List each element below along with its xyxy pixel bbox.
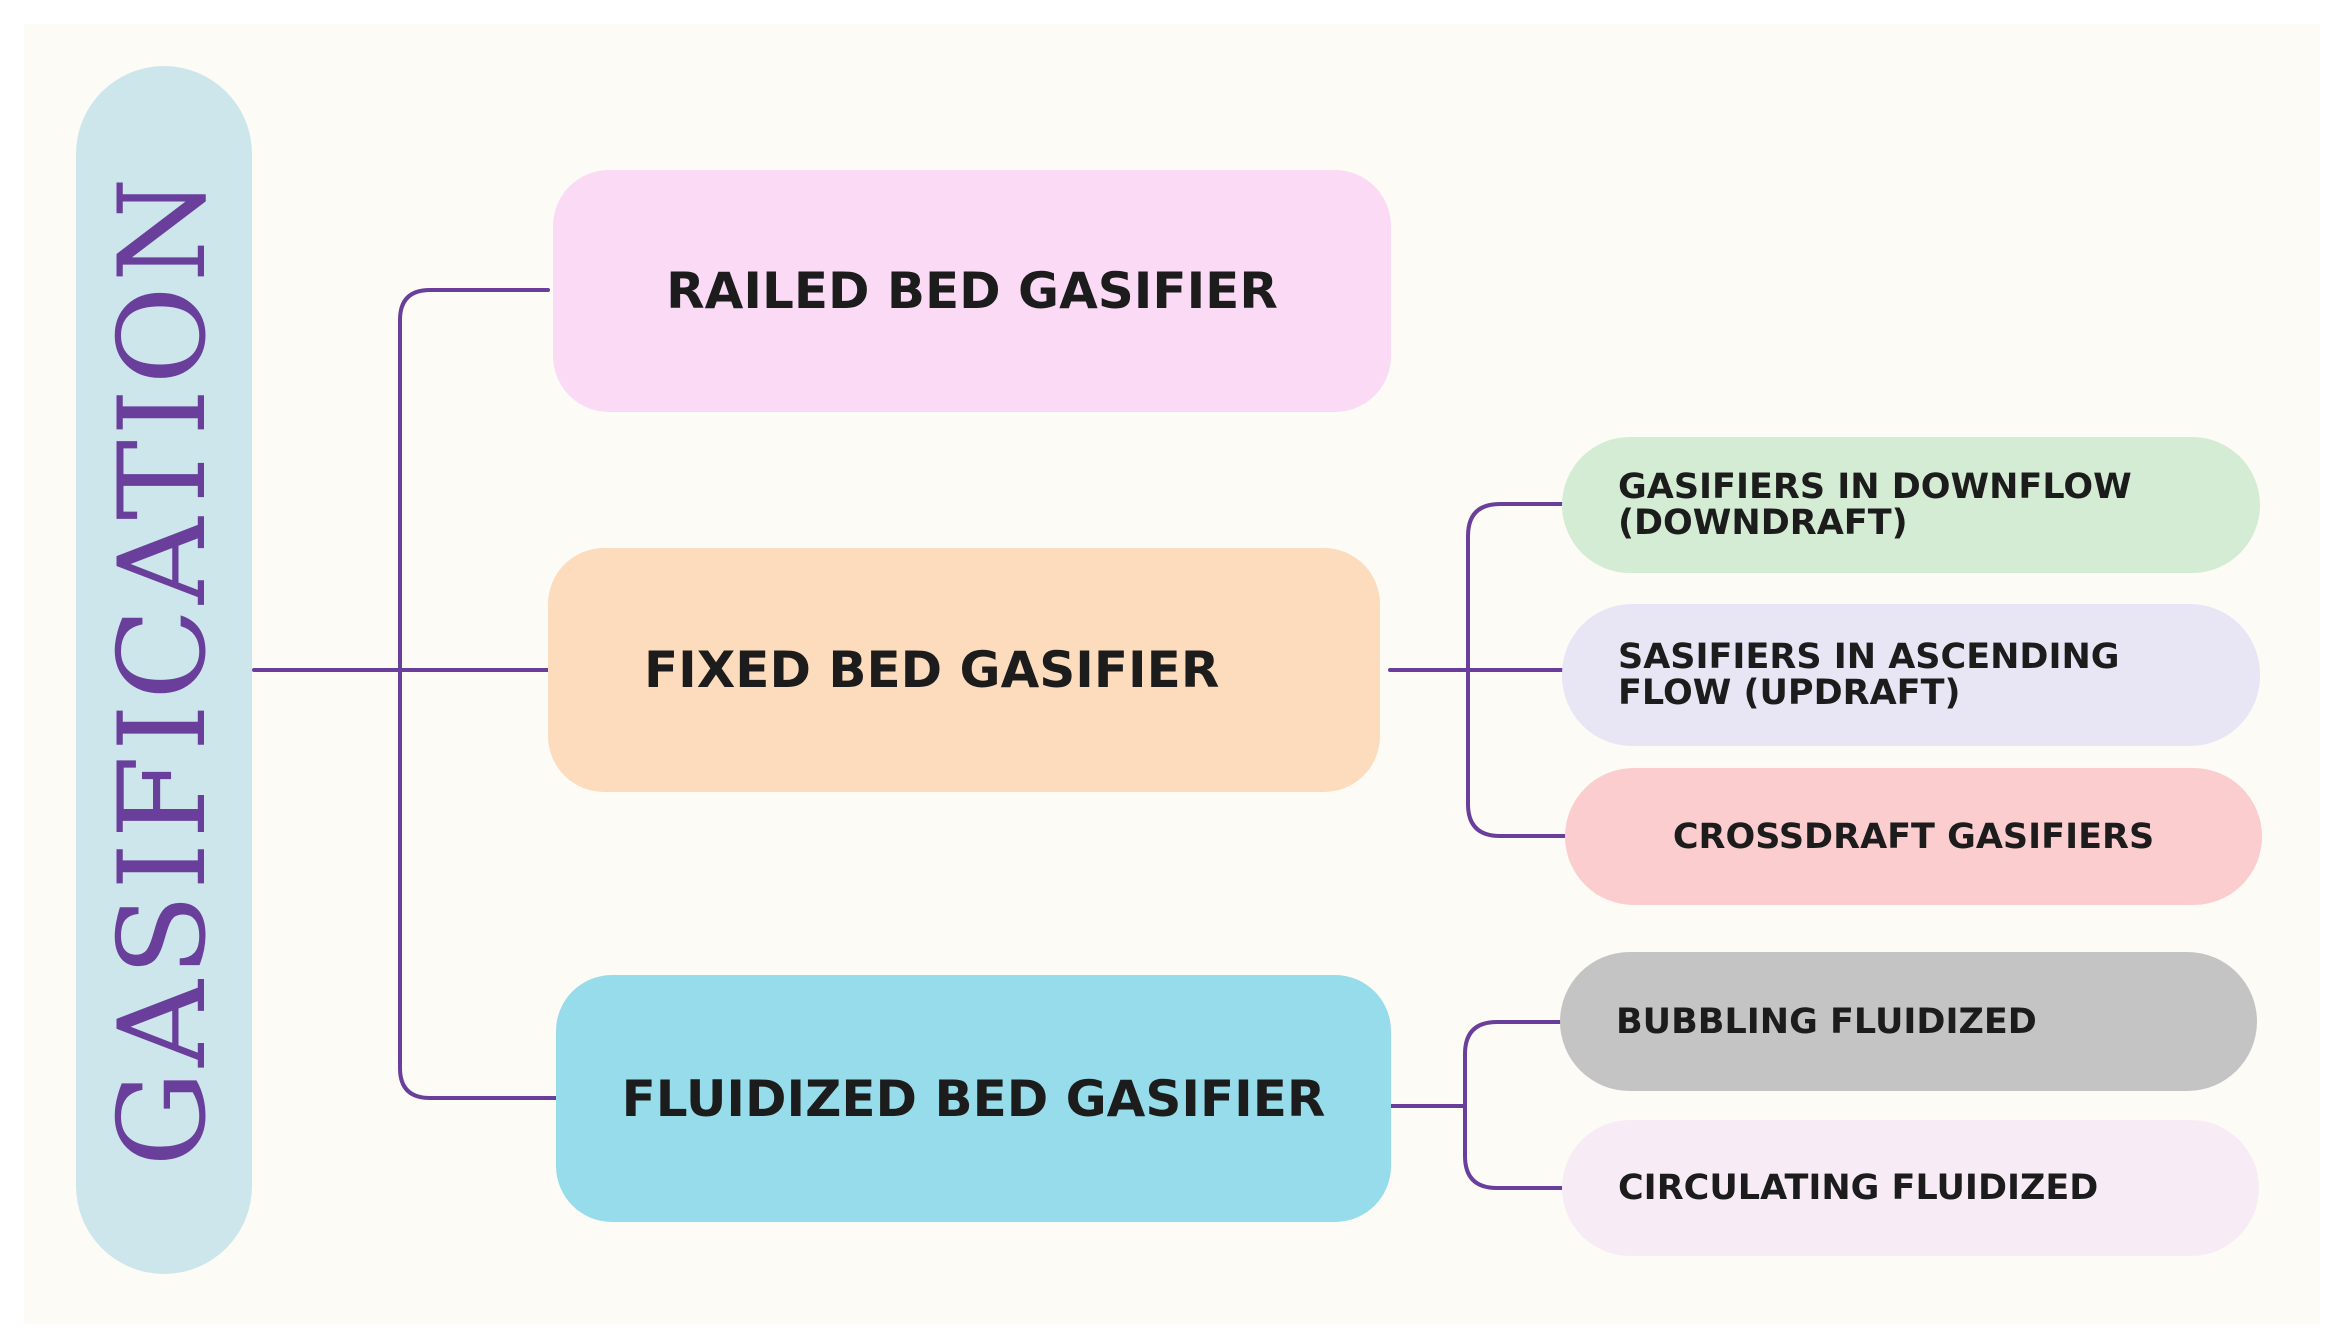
node-circulating-fluidized: CIRCULATING FLUIDIZED [1562, 1120, 2259, 1256]
node-label-line-1: SASIFIERS IN ASCENDING [1618, 637, 2120, 677]
node-updraft-gasifiers: SASIFIERS IN ASCENDING FLOW (UPDRAFT) [1562, 604, 2260, 746]
node-downdraft-gasifiers: GASIFIERS IN DOWNFLOW (DOWNDRAFT) [1562, 437, 2260, 573]
node-label-line-2: (DOWNDRAFT) [1618, 503, 1908, 543]
node-label: BUBBLING FLUIDIZED [1616, 1001, 2037, 1042]
node-label-line-1: GASIFIERS IN DOWNFLOW [1618, 467, 2132, 507]
node-railed-bed-gasifier: RAILED BED GASIFIER [553, 170, 1391, 412]
node-label: FIXED BED GASIFIER [644, 641, 1220, 699]
connector-root-branch [398, 288, 558, 1100]
node-label: CIRCULATING FLUIDIZED [1618, 1168, 2099, 1208]
root-label: GASIFICATION [94, 173, 233, 1167]
node-label: RAILED BED GASIFIER [666, 262, 1278, 320]
node-fixed-bed-gasifier: FIXED BED GASIFIER [548, 548, 1380, 792]
node-label: CROSSDRAFT GASIFIERS [1672, 816, 2155, 857]
root-node-gasification [76, 66, 252, 1274]
node-crossdraft-gasifiers: CROSSDRAFT GASIFIERS [1565, 768, 2262, 905]
node-fluidized-bed-gasifier: FLUIDIZED BED GASIFIER [556, 975, 1391, 1222]
connector-fluidized-branch [1463, 1020, 1564, 1190]
node-bubbling-fluidized: BUBBLING FLUIDIZED [1560, 952, 2257, 1091]
node-label-line-2: FLOW (UPDRAFT) [1618, 673, 1961, 713]
node-label: FLUIDIZED BED GASIFIER [621, 1069, 1326, 1128]
connector-fixed-branch [1466, 502, 1567, 838]
